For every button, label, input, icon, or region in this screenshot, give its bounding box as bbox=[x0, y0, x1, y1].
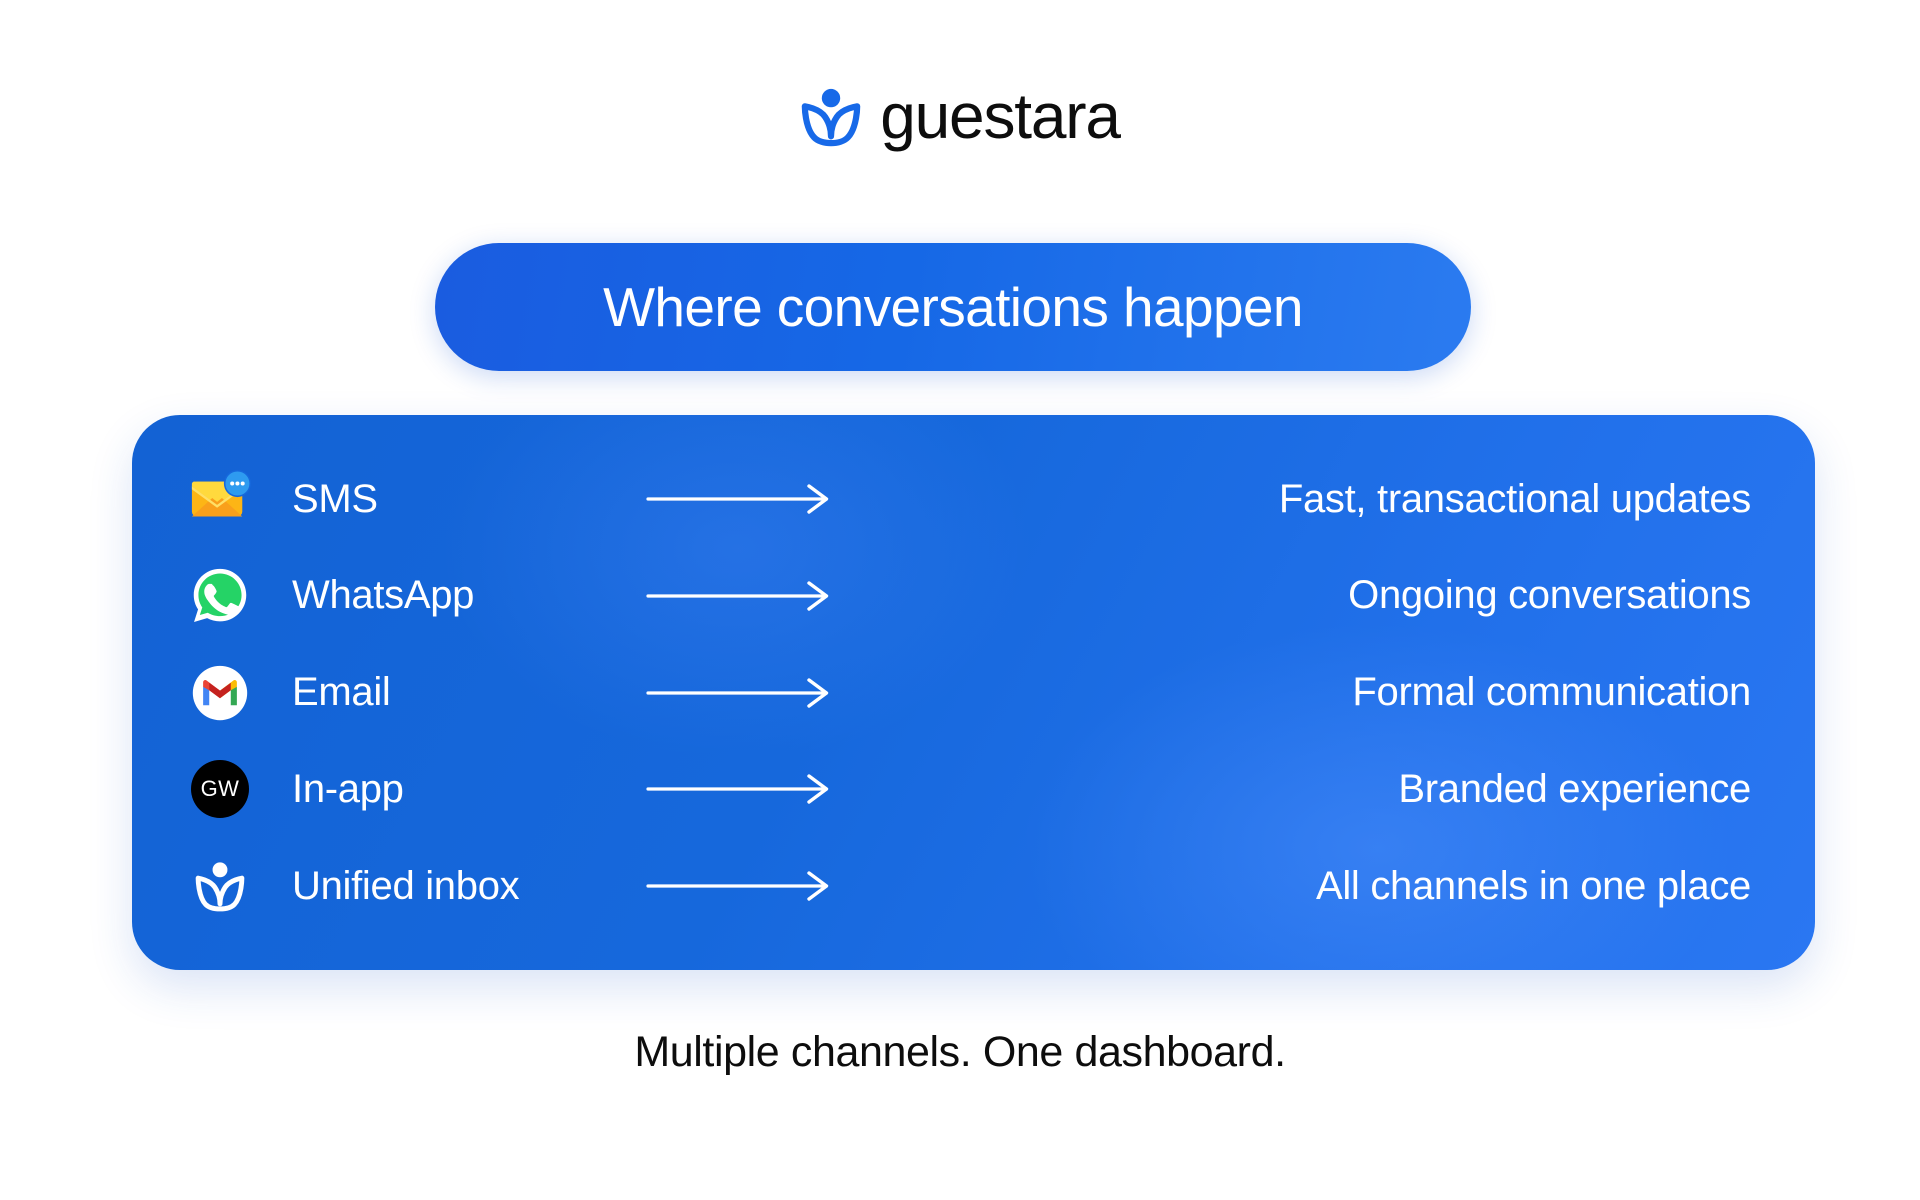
channel-label: Unified inbox bbox=[292, 863, 520, 908]
channel-description: Formal communication bbox=[1352, 670, 1751, 714]
headline-text: Where conversations happen bbox=[603, 275, 1303, 338]
footer-caption: Multiple channels. One dashboard. bbox=[634, 1028, 1286, 1076]
list-item[interactable]: Email Formal communication bbox=[184, 654, 1757, 732]
in-app-badge-icon: GW bbox=[184, 760, 256, 819]
channel-label: In-app bbox=[292, 766, 404, 811]
sms-envelope-icon bbox=[184, 468, 256, 530]
arrow-right-icon bbox=[611, 676, 871, 710]
list-item[interactable]: WhatsApp Ongoing conversations bbox=[184, 557, 1757, 635]
in-app-badge-text: GW bbox=[191, 760, 249, 819]
arrow-right-icon bbox=[611, 482, 871, 516]
gmail-icon bbox=[184, 663, 256, 723]
list-item[interactable]: SMS Fast, transactional updates bbox=[184, 460, 1757, 538]
arrow-right-icon bbox=[611, 772, 871, 806]
channels-card: SMS Fast, transactional updates WhatsApp bbox=[132, 415, 1815, 970]
channel-label: SMS bbox=[292, 476, 378, 521]
guestara-figure-icon bbox=[184, 858, 256, 914]
channels-list: SMS Fast, transactional updates WhatsApp bbox=[132, 415, 1815, 970]
list-item[interactable]: GW In-app Branded experience bbox=[184, 750, 1757, 828]
channel-description: Branded experience bbox=[1398, 766, 1751, 811]
arrow-right-icon bbox=[611, 869, 871, 903]
headline-banner: Where conversations happen bbox=[435, 243, 1471, 371]
list-item[interactable]: Unified inbox All channels in one place bbox=[184, 847, 1757, 925]
channel-description: Fast, transactional updates bbox=[1278, 476, 1751, 521]
channel-label: WhatsApp bbox=[292, 573, 475, 618]
channel-label: Email bbox=[292, 670, 391, 714]
channel-description: All channels in one place bbox=[1315, 863, 1751, 908]
guestara-figure-icon bbox=[800, 85, 862, 147]
whatsapp-icon bbox=[184, 566, 256, 626]
brand-header: guestara bbox=[0, 84, 1920, 148]
channel-description: Ongoing conversations bbox=[1348, 573, 1751, 618]
brand-name: guestara bbox=[880, 80, 1121, 152]
arrow-right-icon bbox=[611, 579, 871, 613]
